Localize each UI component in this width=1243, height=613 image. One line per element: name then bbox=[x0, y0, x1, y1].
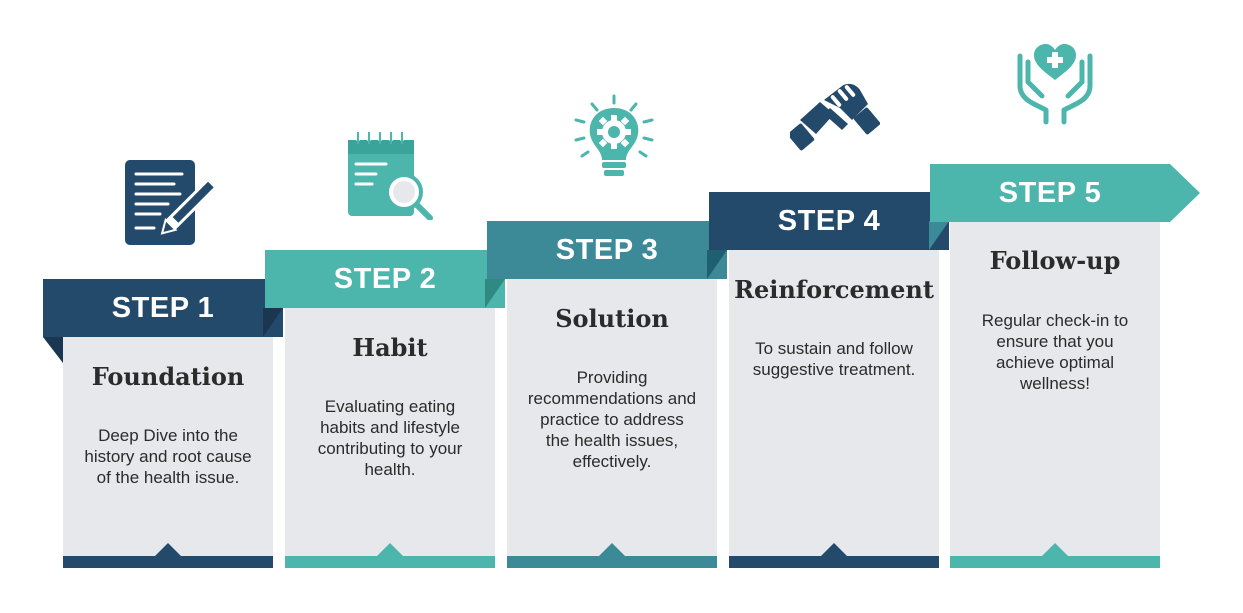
step-4-banner: STEP 4 bbox=[709, 192, 949, 250]
step-5-notch bbox=[1042, 543, 1068, 556]
step-1-banner: STEP 1 bbox=[43, 279, 283, 337]
step-2-banner-fold-right bbox=[485, 279, 505, 308]
step-5-card bbox=[950, 221, 1160, 556]
step-3-notch bbox=[599, 543, 625, 556]
step-3-description: Providing recommendations and practice t… bbox=[527, 368, 697, 471]
step-4-title: Reinforcement bbox=[734, 275, 934, 304]
step-2-label: STEP 2 bbox=[333, 262, 437, 295]
step-2-notch bbox=[377, 543, 403, 556]
step-5-banner: STEP 5 bbox=[930, 164, 1170, 222]
step-1-notch bbox=[155, 543, 181, 556]
calendar-search-icon bbox=[348, 132, 433, 220]
document-pencil-icon bbox=[125, 160, 214, 245]
step-5-footer-bar bbox=[950, 556, 1160, 568]
step-3-label: STEP 3 bbox=[555, 233, 659, 266]
step-3-banner-fold-right bbox=[707, 250, 727, 279]
hands-heart-icon bbox=[1017, 44, 1093, 125]
step-1-banner-fold bbox=[43, 337, 63, 363]
step-5-description: Regular check-in to ensure that you achi… bbox=[981, 311, 1129, 393]
step-1-title: Foundation bbox=[91, 362, 245, 391]
step-1-label: STEP 1 bbox=[111, 291, 215, 324]
step-1-description: Deep Dive into the history and root caus… bbox=[84, 426, 252, 487]
step-2-card bbox=[285, 308, 495, 556]
step-2-banner: STEP 2 bbox=[265, 250, 505, 308]
step-3-title: Solution bbox=[555, 304, 669, 333]
step-4-notch bbox=[821, 543, 847, 556]
step-4-label: STEP 4 bbox=[777, 204, 881, 237]
step-5-banner-arrow bbox=[1170, 164, 1200, 222]
step-2-title: Habit bbox=[352, 333, 428, 362]
step-4-description: To sustain and follow suggestive treatme… bbox=[752, 339, 916, 379]
step-1-banner-fold-right bbox=[263, 308, 283, 337]
lightbulb-gear-icon bbox=[574, 94, 654, 176]
step-4-card bbox=[729, 250, 939, 556]
step-5-label: STEP 5 bbox=[998, 176, 1102, 209]
step-1-footer-bar bbox=[63, 556, 273, 568]
step-5-title: Follow-up bbox=[989, 246, 1121, 275]
step-4-banner-fold-right bbox=[929, 221, 949, 250]
step-4-footer-bar bbox=[729, 556, 939, 568]
step-3-card bbox=[507, 279, 717, 556]
step-1-card bbox=[63, 337, 273, 556]
step-3-banner: STEP 3 bbox=[487, 221, 727, 279]
step-3-footer-bar bbox=[507, 556, 717, 568]
step-2-description: Evaluating eating habits and lifestyle c… bbox=[317, 397, 463, 479]
handshake-icon bbox=[790, 83, 880, 151]
step-2-footer-bar bbox=[285, 556, 495, 568]
